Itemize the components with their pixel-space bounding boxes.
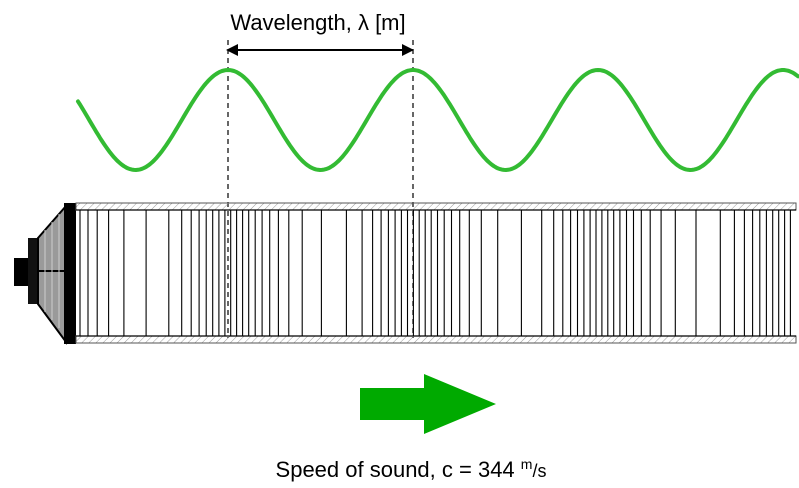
speed-of-sound-label: Speed of sound, c = 344 m/s	[276, 456, 547, 482]
sound-tube	[75, 202, 797, 344]
speed-unit-denominator: /s	[532, 461, 546, 481]
speed-unit-numerator: m	[521, 456, 533, 472]
right-arrow-icon	[360, 374, 496, 434]
loudspeaker-icon	[14, 203, 76, 346]
wavelength-label: Wavelength, λ [m]	[230, 10, 405, 35]
pressure-lines	[79, 210, 791, 336]
sound-wave	[76, 68, 799, 172]
tube-top-wall	[75, 202, 797, 211]
wavelength-dimension-arrow	[226, 44, 414, 56]
tube-bottom-wall	[75, 335, 797, 344]
speed-prefix: Speed of sound, c = 344	[276, 457, 521, 482]
